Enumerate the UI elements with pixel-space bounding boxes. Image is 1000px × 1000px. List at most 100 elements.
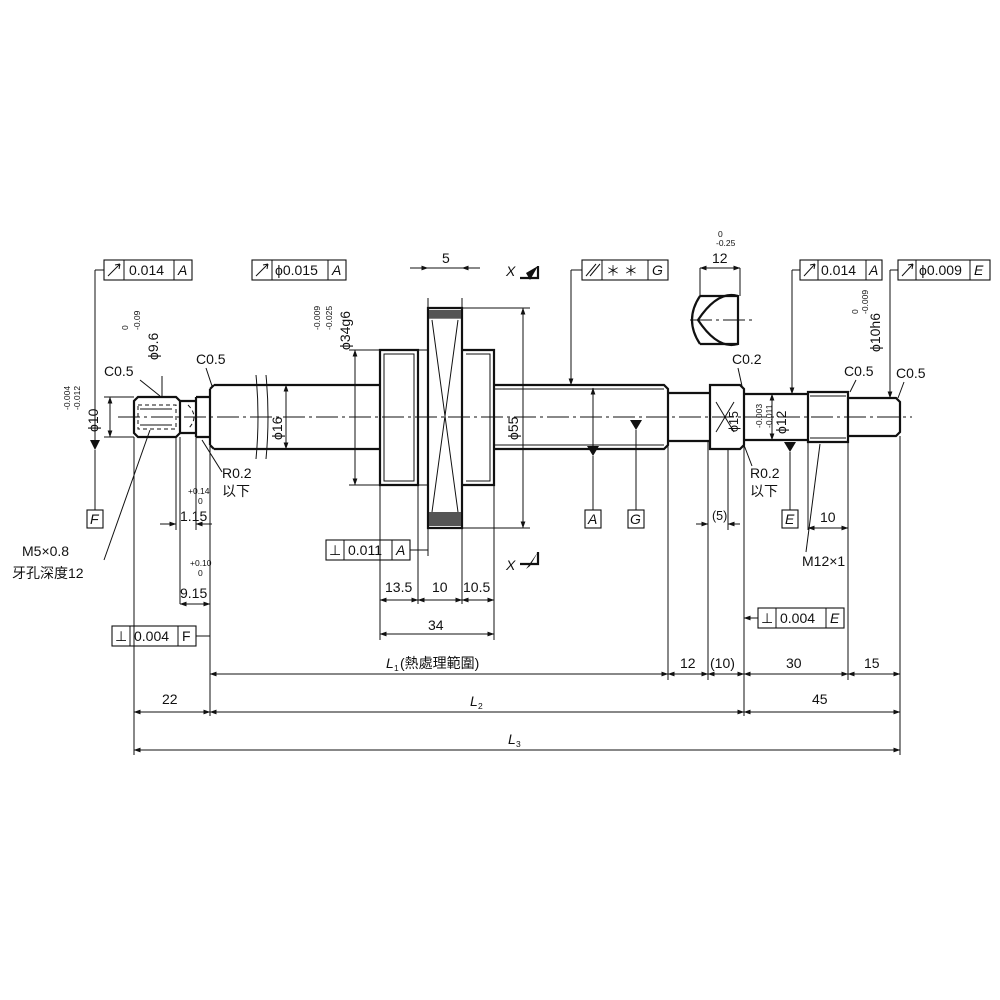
section-marker-bottom: X xyxy=(505,552,540,573)
flange-flat-top xyxy=(429,310,461,318)
fcf-flange-perp: ⊥ 0.011 A xyxy=(325,528,429,561)
dimension-text: +0.10 xyxy=(190,558,212,568)
fcf-left-runout: 0.014 A xyxy=(94,259,193,440)
leader xyxy=(737,367,743,387)
fcf-shaft-runout: ϕ0.015 A xyxy=(251,259,347,281)
fcf-tol: 0.004 xyxy=(134,628,169,644)
fcf-lead-runout: ＊ ＊ G xyxy=(568,259,669,386)
fcf-datum: A xyxy=(177,262,187,278)
fcf-right-perp: ⊥ 0.004 E xyxy=(743,607,845,629)
fcf-datum: A xyxy=(395,542,405,558)
datum-label: G xyxy=(630,511,641,527)
note-r02-right: R0.2 xyxy=(750,465,780,481)
nut-body-right xyxy=(462,348,496,487)
note-c02: C0.2 xyxy=(732,351,762,367)
datum-g: G xyxy=(627,420,645,529)
dimension-text: -0.004 xyxy=(62,386,72,410)
dimension-text: 1.15 xyxy=(180,508,207,524)
nut-body-left xyxy=(378,348,420,487)
dimension-text: 0 xyxy=(198,568,203,578)
dimension-text: 10.5 xyxy=(463,579,490,595)
datum-f: F xyxy=(86,440,104,529)
dimension-text: 2 xyxy=(478,701,483,711)
dim-flange-5: 5 xyxy=(410,250,480,308)
dim-phi34: ϕ34g6 -0.009 -0.025 xyxy=(312,306,380,486)
neck-groove xyxy=(180,397,198,437)
dimension-text: 0 xyxy=(718,229,723,239)
dimension-text: ϕ12 xyxy=(773,410,789,434)
dimension-text: 1 xyxy=(394,663,399,673)
note-c05-c: C0.5 xyxy=(844,363,874,379)
note-r02-left: R0.2 xyxy=(222,465,252,481)
dimension-text: 0 xyxy=(850,309,860,314)
dimension-text: ϕ15 xyxy=(727,411,741,432)
fcf-datum: F xyxy=(182,628,191,644)
dim-phi12: ϕ12 -0.003 -0.011 xyxy=(754,393,789,441)
leader xyxy=(139,379,161,397)
note-r02-left-2: 以下 xyxy=(222,483,250,499)
dimension-text: 10 xyxy=(432,579,448,595)
dimension-text: 3 xyxy=(516,739,521,749)
nut-chamfer-right xyxy=(466,353,491,482)
dim-phi10-left: ϕ10 -0.004 -0.012 xyxy=(62,386,134,438)
dim-row-l2: 22 L 2 45 xyxy=(133,691,901,715)
dimension-text: 34 xyxy=(428,617,444,633)
dim-phi9-6: ϕ9.6 0 -0.09 xyxy=(120,310,163,397)
dimension-text: X xyxy=(505,263,516,279)
flange-flat-bottom xyxy=(429,512,461,526)
dimension-text: X xyxy=(505,557,516,573)
dimension-text: ϕ9.6 xyxy=(145,332,161,360)
leader xyxy=(205,367,213,387)
fcf-tol: 0.004 xyxy=(780,610,815,626)
break-symbol xyxy=(255,374,269,460)
dimension-text: 30 xyxy=(786,655,802,671)
phi16-shaft xyxy=(196,383,380,451)
dimension-text: 45 xyxy=(812,691,828,707)
dimension-text: 22 xyxy=(162,691,178,707)
fcf-end-runout: ϕ0.009 E xyxy=(887,259,991,399)
fcf-tol: ϕ0.009 xyxy=(919,262,962,278)
leader xyxy=(743,444,753,467)
dimension-text: ⊥ xyxy=(329,542,341,558)
fcf-datum: G xyxy=(652,262,663,278)
fcf-datum: E xyxy=(974,262,984,278)
fcf-datum: E xyxy=(830,610,840,626)
extension-lines xyxy=(133,436,901,755)
note-c05-d: C0.5 xyxy=(896,365,926,381)
fcf-tol: 0.011 xyxy=(348,542,382,558)
dim-1-15: 1.15 +0.14 0 xyxy=(160,486,212,527)
leader xyxy=(849,379,857,393)
dimension-text: -0.012 xyxy=(72,386,82,410)
fcf-datum: A xyxy=(331,262,341,278)
flange-joint xyxy=(418,349,494,486)
fcf-left-perp: ⊥ 0.004 F xyxy=(111,625,210,647)
section-marker-top: X xyxy=(505,263,540,280)
dimension-text: L xyxy=(470,693,478,709)
dim-10-thread: 10 xyxy=(807,509,849,531)
dimension-text: ϕ10 xyxy=(85,408,101,432)
dimension-text: (熱處理範圍) xyxy=(400,655,479,671)
fcf-right-runout: 0.014 A xyxy=(789,259,883,395)
note-r02-right-2: 以下 xyxy=(750,483,778,499)
dim-phi15: ϕ15 xyxy=(727,411,741,432)
dimension-text: 13.5 xyxy=(385,579,412,595)
note-c05-b: C0.5 xyxy=(196,351,226,367)
dimension-text: 12 xyxy=(712,250,728,266)
dimension-text: -0.025 xyxy=(324,306,334,330)
leader xyxy=(103,429,151,561)
note-m5: M5×0.8 xyxy=(22,543,69,559)
note-m5-depth: 牙孔深度12 xyxy=(12,565,84,581)
fcf-tol: ＊ ＊ xyxy=(606,263,638,279)
dimension-text: -0.009 xyxy=(312,306,322,330)
phi12-journal xyxy=(744,392,808,442)
dim-phi16: ϕ16 xyxy=(269,384,289,450)
dimension-text: ϕ16 xyxy=(269,416,285,440)
note-m12: M12×1 xyxy=(802,553,845,569)
dimension-text: 12 xyxy=(680,655,696,671)
dimension-text: ⊥ xyxy=(761,610,773,626)
fcf-tol: 0.014 xyxy=(821,262,856,278)
dimension-text: +0.14 xyxy=(188,486,210,496)
dim-flat-12: 12 0 -0.25 xyxy=(712,229,736,266)
dim-phi55: ϕ55 xyxy=(462,307,530,529)
dimension-text: 15 xyxy=(864,655,880,671)
